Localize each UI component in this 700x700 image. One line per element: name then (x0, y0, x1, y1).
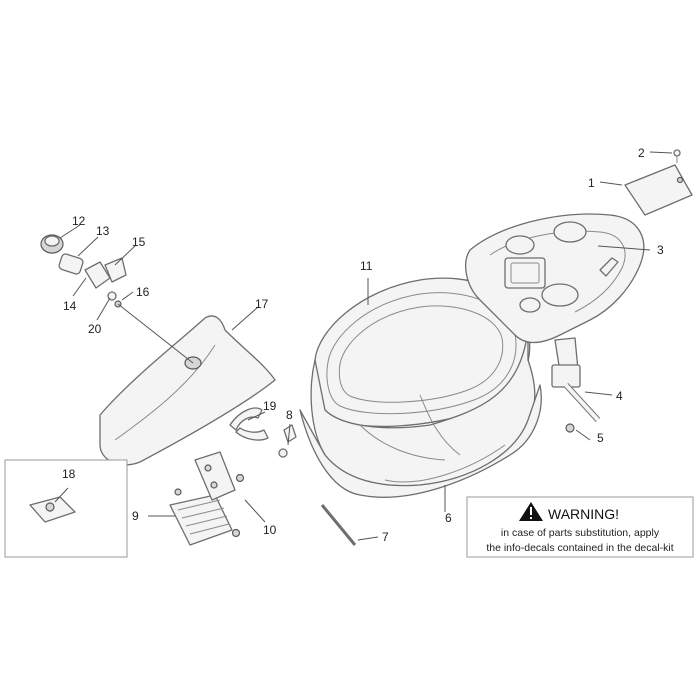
clip-part-8 (278, 424, 297, 458)
warning-line-1: in case of parts substitution, apply (501, 527, 660, 539)
warning-line-2: the info-decals contained in the decal-k… (486, 542, 673, 554)
callout-14: 14 (63, 299, 77, 313)
nut-part-5 (565, 423, 575, 433)
callout-20: 20 (88, 322, 102, 336)
callout-12: 12 (72, 214, 86, 228)
screw-part-2 (673, 149, 681, 163)
callout-16: 16 (136, 285, 150, 299)
callout-11: 11 (360, 259, 373, 273)
clip-part-19 (229, 407, 269, 441)
inset-part-18 (4, 459, 128, 558)
callout-13: 13 (96, 224, 110, 238)
callout-8: 8 (286, 408, 293, 422)
callout-3: 3 (657, 243, 664, 257)
callout-19: 19 (263, 399, 277, 413)
callout-9: 9 (132, 509, 139, 523)
lock-assembly (40, 234, 127, 308)
bolt-part-10 (174, 473, 245, 538)
callout-4: 4 (616, 389, 623, 403)
callout-labels: 1 2 3 4 5 6 7 8 9 10 11 12 13 14 15 16 1… (62, 146, 664, 544)
plate-part-1 (624, 164, 693, 216)
footrest-part-9 (169, 451, 236, 546)
callout-17: 17 (255, 297, 269, 311)
leader-lines (54, 151, 673, 541)
callout-15: 15 (132, 235, 146, 249)
callout-18: 18 (62, 467, 76, 481)
callout-7: 7 (382, 530, 389, 544)
callout-1: 1 (588, 176, 595, 190)
callout-5: 5 (597, 431, 604, 445)
callout-6: 6 (445, 511, 452, 525)
callout-10: 10 (263, 523, 277, 537)
warning-box: WARNING! in case of parts substitution, … (466, 496, 694, 558)
warning-triangle-icon (519, 502, 543, 521)
bracket-part-4 (551, 364, 601, 423)
cover-panel-part-17 (99, 315, 276, 466)
pin-part-7 (320, 504, 357, 546)
warning-title: WARNING! (548, 506, 619, 522)
callout-2: 2 (638, 146, 645, 160)
body-frame-part-6 (299, 384, 542, 498)
